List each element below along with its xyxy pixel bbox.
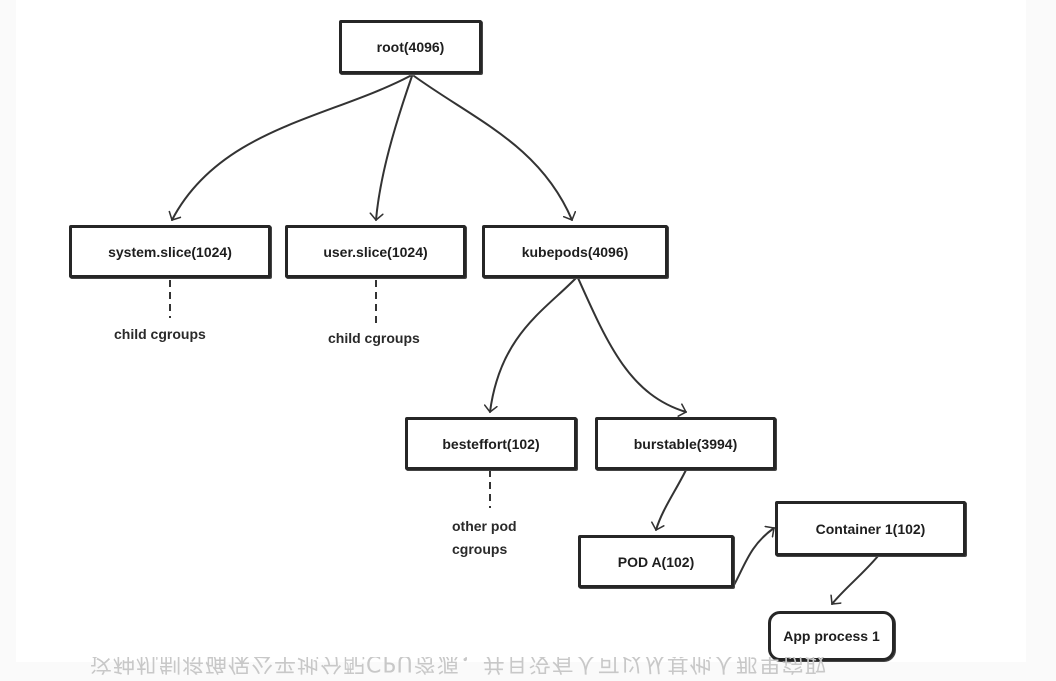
- edge-poda-container: [733, 528, 775, 586]
- note-besteffort-children: other pod cgroups: [452, 515, 517, 561]
- edge-root-system: [172, 75, 411, 221]
- node-pod-a: POD A(102): [578, 535, 734, 588]
- node-container-1: Container 1(102): [775, 501, 966, 556]
- node-besteffort: besteffort(102): [405, 417, 577, 470]
- node-root: root(4096): [339, 20, 482, 74]
- mirrored-caption-text: 这种机制将确保公平地分配CPU资源，并且没有人可以从其他人那里窃取: [90, 657, 828, 675]
- edge-kubepods-burstable: [577, 277, 686, 412]
- edge-burstable-poda: [656, 469, 687, 530]
- node-user-slice: user.slice(1024): [285, 225, 466, 278]
- node-app-process: App process 1: [768, 611, 895, 661]
- edge-root-kubepods: [413, 75, 572, 220]
- node-system-slice: system.slice(1024): [69, 225, 271, 278]
- node-kubepods: kubepods(4096): [482, 225, 668, 278]
- note-besteffort-line1: other pod: [452, 518, 517, 534]
- note-besteffort-line2: cgroups: [452, 541, 508, 557]
- edge-kubepods-besteffort: [490, 277, 577, 412]
- note-user-children: child cgroups: [328, 330, 420, 346]
- edge-root-user: [376, 75, 413, 220]
- note-system-children: child cgroups: [114, 326, 206, 342]
- edge-container-app: [832, 555, 879, 605]
- node-burstable: burstable(3994): [595, 417, 776, 470]
